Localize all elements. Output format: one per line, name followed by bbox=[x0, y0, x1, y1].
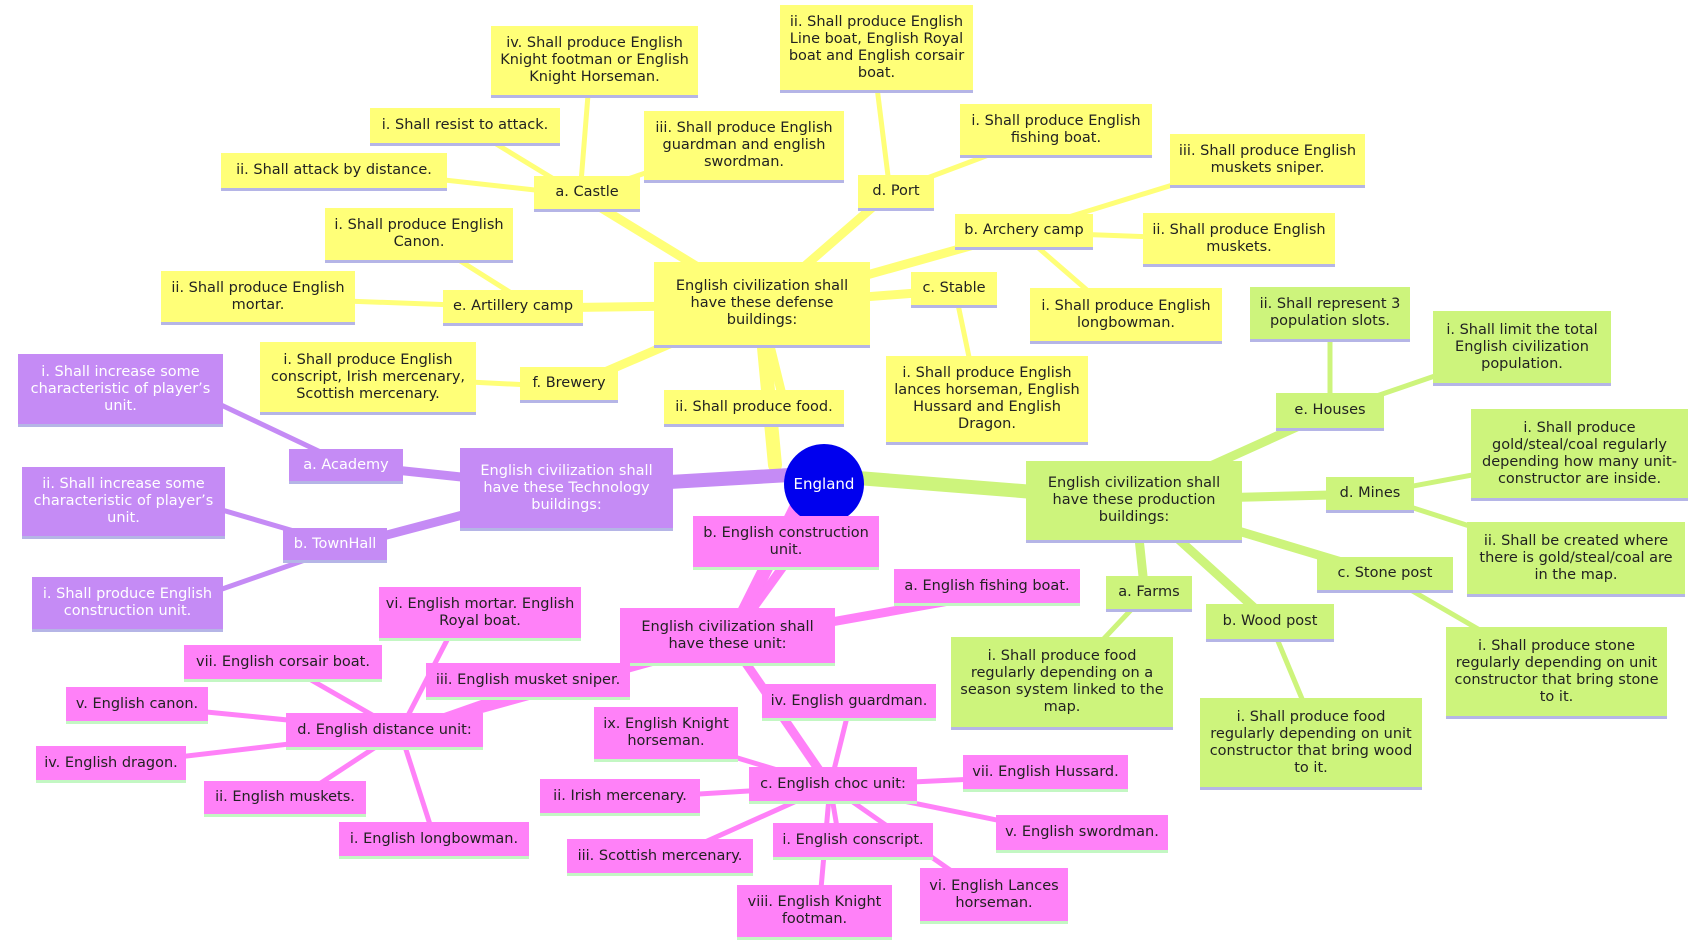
archery-muskets-node[interactable]: ii. Shall produce English muskets. bbox=[1143, 213, 1335, 267]
mines-node[interactable]: d. Mines bbox=[1326, 477, 1414, 513]
archery-camp-node[interactable]: b. Archery camp bbox=[955, 214, 1093, 250]
brewery-node[interactable]: f. Brewery bbox=[520, 367, 618, 403]
choc-knight-horseman-node[interactable]: ix. English Knight horseman. bbox=[594, 707, 738, 762]
units-node[interactable]: English civilization shall have these un… bbox=[620, 608, 835, 666]
choc-swordman-node[interactable]: v. English swordman. bbox=[996, 815, 1168, 853]
root-node-england[interactable]: England bbox=[784, 444, 864, 524]
fishing-boat-node[interactable]: a. English fishing boat. bbox=[894, 569, 1080, 606]
choc-conscript-node[interactable]: i. English conscript. bbox=[773, 823, 933, 860]
choc-guardman-node[interactable]: iv. English guardman. bbox=[762, 684, 936, 721]
wood-post-node[interactable]: b. Wood post bbox=[1206, 604, 1334, 642]
mines-created-node[interactable]: ii. Shall be created where there is gold… bbox=[1467, 522, 1685, 597]
stable-lances-node[interactable]: i. Shall produce English lances horseman… bbox=[886, 356, 1088, 445]
defense-buildings-node[interactable]: English civilization shall have these de… bbox=[654, 262, 870, 348]
wood-produce-node[interactable]: i. Shall produce food regularly dependin… bbox=[1200, 698, 1422, 790]
stone-produce-node[interactable]: i. Shall produce stone regularly dependi… bbox=[1446, 627, 1667, 719]
choc-scottish-node[interactable]: iii. Scottish mercenary. bbox=[567, 839, 753, 876]
artillery-camp-node[interactable]: e. Artillery camp bbox=[443, 290, 583, 326]
academy-node[interactable]: a. Academy bbox=[289, 449, 403, 484]
distance-dragon-node[interactable]: iv. English dragon. bbox=[36, 746, 186, 783]
stone-post-node[interactable]: c. Stone post bbox=[1317, 557, 1453, 593]
choc-knight-footman-node[interactable]: viii. English Knight footman. bbox=[737, 885, 892, 940]
distance-longbowman-node[interactable]: i. English longbowman. bbox=[339, 822, 529, 859]
choc-unit-node[interactable]: c. English choc unit: bbox=[749, 767, 917, 804]
distance-unit-node[interactable]: d. English distance unit: bbox=[286, 713, 483, 750]
castle-guardman-node[interactable]: iii. Shall produce English guardman and … bbox=[644, 111, 844, 183]
construction-unit-node[interactable]: b. English construction unit. bbox=[693, 516, 879, 570]
port-line-boat-node[interactable]: ii. Shall produce English Line boat, Eng… bbox=[780, 5, 973, 93]
farms-node[interactable]: a. Farms bbox=[1106, 576, 1192, 612]
choc-lances-node[interactable]: vi. English Lances horseman. bbox=[920, 868, 1068, 924]
distance-mortar-node[interactable]: vi. English mortar. English Royal boat. bbox=[379, 587, 581, 641]
townhall-increase-node[interactable]: ii. Shall increase some characteristic o… bbox=[22, 467, 225, 539]
stable-node[interactable]: c. Stable bbox=[911, 272, 997, 308]
houses-slots-node[interactable]: ii. Shall represent 3 population slots. bbox=[1250, 287, 1410, 342]
academy-increase-node[interactable]: i. Shall increase some characteristic of… bbox=[18, 354, 223, 427]
castle-attack-node[interactable]: ii. Shall attack by distance. bbox=[221, 153, 447, 191]
defense-food-node[interactable]: ii. Shall produce food. bbox=[664, 390, 844, 427]
townhall-construction-node[interactable]: i. Shall produce English construction un… bbox=[32, 577, 223, 632]
artillery-canon-node[interactable]: i. Shall produce English Canon. bbox=[325, 208, 513, 263]
artillery-mortar-node[interactable]: ii. Shall produce English mortar. bbox=[161, 271, 355, 325]
mines-gold-node[interactable]: i. Shall produce gold/steal/coal regular… bbox=[1471, 409, 1688, 501]
archery-longbowman-node[interactable]: i. Shall produce English longbowman. bbox=[1030, 288, 1222, 344]
port-fishing-boat-node[interactable]: i. Shall produce English fishing boat. bbox=[960, 104, 1152, 158]
choc-irish-node[interactable]: ii. Irish mercenary. bbox=[540, 779, 700, 816]
technology-buildings-node[interactable]: English civilization shall have these Te… bbox=[460, 448, 673, 531]
choc-hussard-node[interactable]: vii. English Hussard. bbox=[963, 755, 1128, 792]
townhall-node[interactable]: b. TownHall bbox=[283, 528, 387, 563]
farms-produce-node[interactable]: i. Shall produce food regularly dependin… bbox=[951, 637, 1173, 730]
castle-knight-node[interactable]: iv. Shall produce English Knight footman… bbox=[491, 26, 698, 98]
port-node[interactable]: d. Port bbox=[858, 175, 934, 211]
brewery-conscript-node[interactable]: i. Shall produce English conscript, Iris… bbox=[260, 342, 476, 415]
archery-sniper-node[interactable]: iii. Shall produce English muskets snipe… bbox=[1170, 134, 1365, 188]
distance-canon-node[interactable]: v. English canon. bbox=[66, 687, 208, 724]
houses-node[interactable]: e. Houses bbox=[1276, 393, 1384, 431]
castle-resist-node[interactable]: i. Shall resist to attack. bbox=[370, 108, 560, 146]
castle-node[interactable]: a. Castle bbox=[534, 176, 640, 212]
houses-limit-node[interactable]: i. Shall limit the total English civiliz… bbox=[1433, 311, 1611, 386]
distance-sniper-node[interactable]: iii. English musket sniper. bbox=[426, 663, 630, 700]
distance-muskets-node[interactable]: ii. English muskets. bbox=[204, 781, 366, 817]
production-buildings-node[interactable]: English civilization shall have these pr… bbox=[1026, 461, 1242, 543]
distance-corsair-node[interactable]: vii. English corsair boat. bbox=[184, 645, 382, 682]
